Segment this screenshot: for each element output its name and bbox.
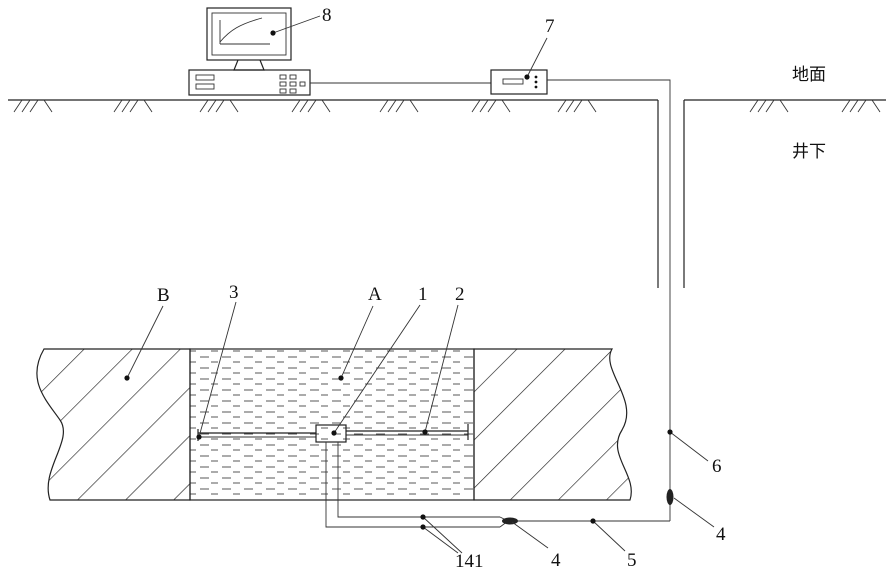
- label-4-bottom: 4: [551, 550, 561, 571]
- label-6: 6: [712, 456, 722, 477]
- connector-4-right: [667, 489, 674, 505]
- ground-hatch-marks: [14, 100, 880, 112]
- label-1: 1: [418, 284, 428, 305]
- label-a: A: [368, 284, 382, 305]
- label-surface: 地面: [792, 65, 826, 85]
- label-2: 2: [455, 284, 465, 305]
- label-141: 141: [455, 551, 484, 572]
- device-7: [491, 70, 547, 94]
- label-b: B: [157, 285, 170, 306]
- label-7: 7: [545, 16, 555, 37]
- label-8: 8: [322, 5, 332, 26]
- computer-8: [189, 8, 310, 95]
- label-3: 3: [229, 282, 239, 303]
- label-4-right: 4: [716, 524, 726, 545]
- connector-4-bottom: [502, 518, 518, 525]
- label-5: 5: [627, 550, 637, 571]
- mine-shaft: [658, 100, 684, 288]
- label-underground: 井下: [792, 142, 826, 162]
